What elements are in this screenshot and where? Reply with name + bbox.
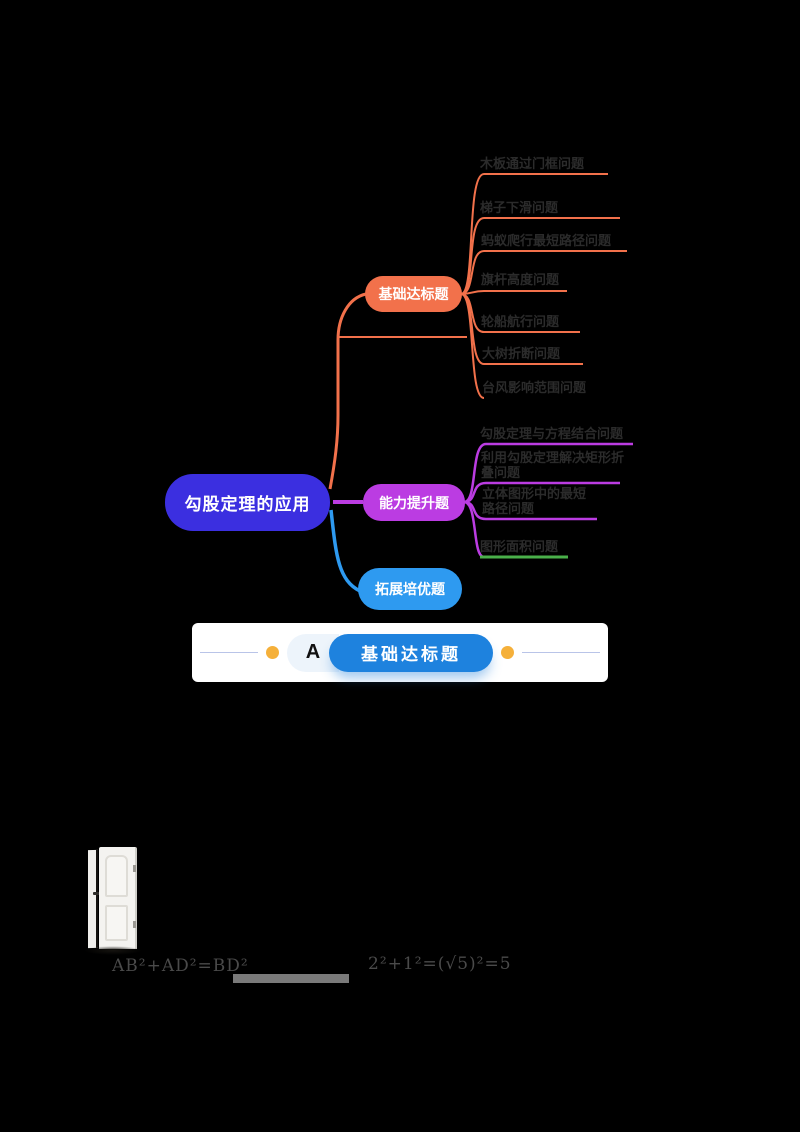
door-panel-bottom — [105, 905, 128, 941]
leaf-basic-7: 台风影响范围问题 — [482, 380, 587, 395]
trunk-basic — [328, 292, 367, 490]
leaf-ability-3: 立体图形中的最短路径问题 — [482, 486, 587, 516]
leaf-ability-4: 图形面积问题 — [480, 539, 559, 554]
section-title: 基础达标题 — [329, 633, 493, 672]
door-hinge-bottom — [133, 921, 136, 928]
leaf-basic-2: 梯子下滑问题 — [480, 200, 559, 215]
leaf-curve-basic-7 — [460, 293, 485, 399]
leaf-line-basic-4 — [460, 290, 567, 295]
leaf-basic-4: 旗杆高度问题 — [481, 272, 560, 287]
section-banner: A 基础达标题 — [192, 623, 608, 682]
mindmap-branch-extend-node: 拓展培优题 — [358, 568, 462, 610]
door-leaf — [99, 847, 137, 949]
highlight-bar — [233, 974, 349, 983]
mindmap-root-node: 勾股定理的应用 — [165, 474, 330, 531]
door-open-edge — [88, 849, 98, 949]
leaf-ability-1: 勾股定理与方程结合问题 — [480, 426, 624, 441]
banner-left-rule — [200, 652, 258, 653]
leaf-basic-5: 轮船航行问题 — [481, 314, 560, 329]
formula-right: 2²+1²=(√5)²=5 — [368, 954, 512, 974]
mindmap-branch-ability-node: 能力提升题 — [363, 484, 465, 521]
banner-left-dot-icon — [266, 646, 279, 659]
leaf-basic-3: 蚂蚁爬行最短路径问题 — [481, 233, 612, 248]
banner-right-rule — [522, 652, 600, 653]
door-shadow — [84, 946, 142, 955]
leaf-basic-6: 大树折断问题 — [482, 346, 561, 361]
banner-right-dot-icon — [501, 646, 514, 659]
door-illustration — [84, 846, 142, 956]
door-handle-icon — [93, 892, 102, 895]
door-hinge-top — [133, 865, 136, 872]
leaf-basic-1: 木板通过门框问题 — [480, 156, 585, 171]
trunk-extend — [329, 509, 361, 593]
formula-left: AB²+AD²=BD² — [112, 956, 249, 976]
leaf-ability-2: 利用勾股定理解决矩形折叠问题 — [481, 450, 625, 480]
door-panel-top — [105, 855, 128, 897]
mindmap-branch-basic-node: 基础达标题 — [365, 276, 462, 312]
